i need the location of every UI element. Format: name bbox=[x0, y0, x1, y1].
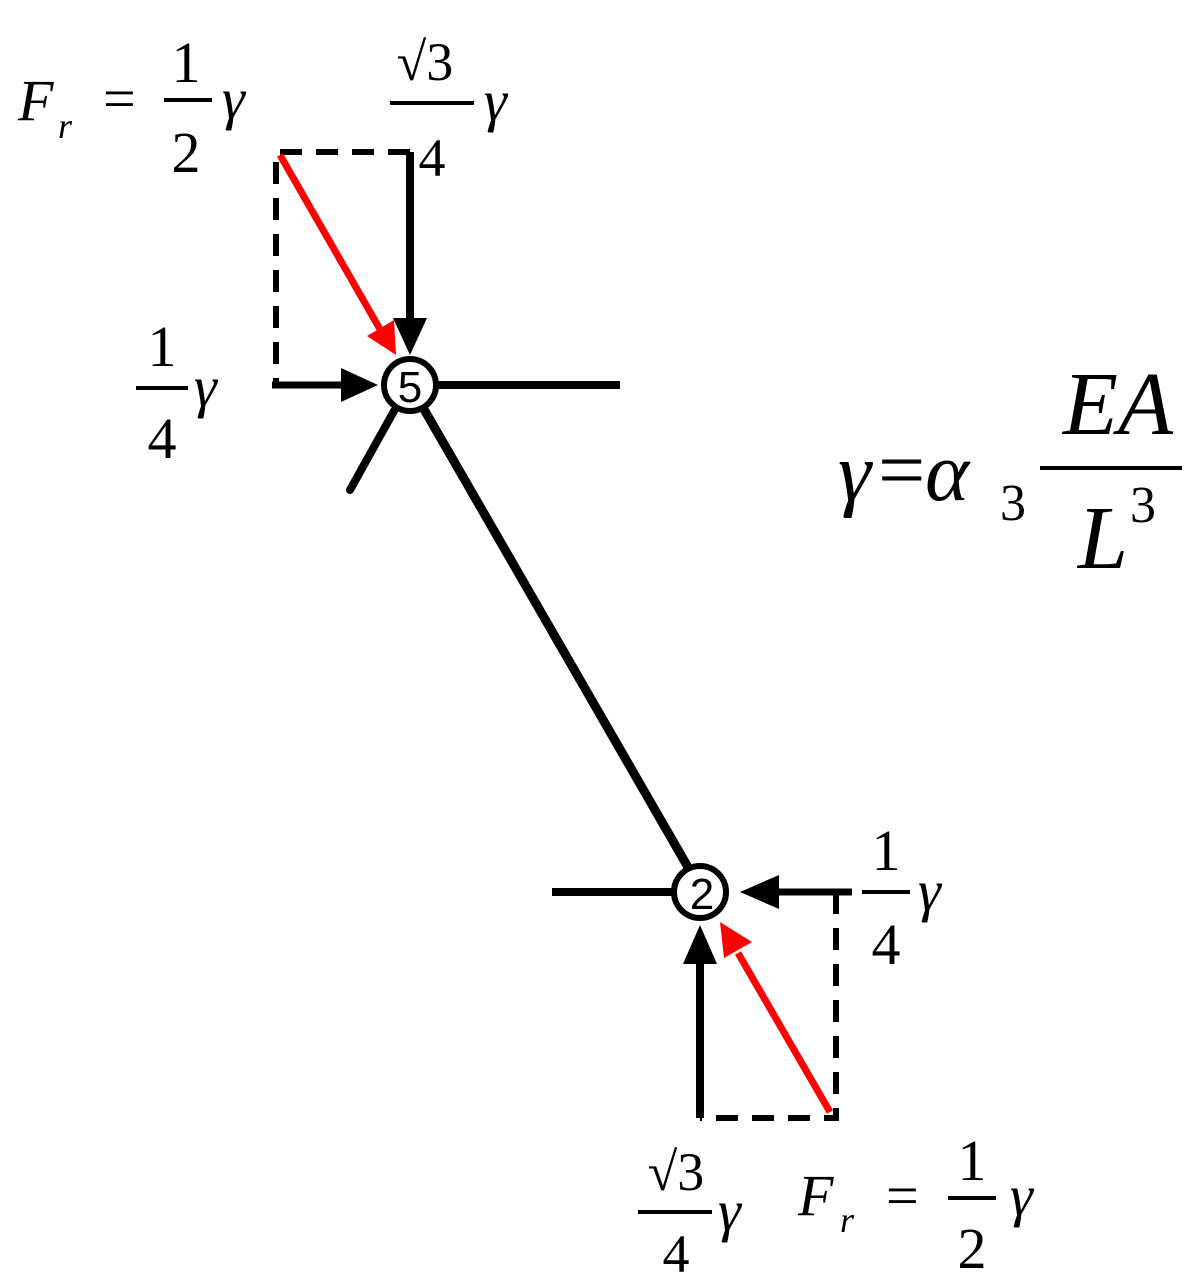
top-fr-gamma: γ bbox=[222, 66, 247, 131]
formula-lhs: γ bbox=[838, 426, 873, 519]
bottom-horizontal-gamma: γ bbox=[918, 858, 943, 923]
bottom-fr-subscript: r bbox=[840, 1200, 855, 1240]
top-resultant-label: F r = 1 2 γ bbox=[17, 30, 247, 185]
bottom-vertical-arrowhead bbox=[683, 925, 717, 964]
top-horizontal-gamma: γ bbox=[194, 354, 219, 419]
top-horizontal-label: 1 4 γ bbox=[136, 314, 219, 471]
node-5-label: 5 bbox=[398, 363, 422, 412]
bottom-horizontal-label: 1 4 γ bbox=[862, 818, 943, 977]
bottom-horizontal-numerator: 1 bbox=[872, 818, 901, 883]
top-resultant-arrowhead bbox=[367, 320, 396, 355]
top-vertical-numerator: √3 bbox=[397, 32, 454, 92]
bottom-fr-numerator: 1 bbox=[958, 1128, 987, 1193]
bottom-fr-symbol: F bbox=[797, 1163, 834, 1228]
top-vertical-label: √3 4 γ bbox=[390, 32, 509, 188]
bottom-vertical-gamma: γ bbox=[718, 1178, 743, 1243]
top-vertical-gamma: γ bbox=[484, 68, 509, 133]
top-resultant-arrow bbox=[276, 153, 385, 333]
top-vertical-arrowhead bbox=[393, 318, 427, 355]
bottom-fr-gamma: γ bbox=[1010, 1163, 1035, 1228]
node-5-circle bbox=[381, 356, 439, 414]
node-2-label: 2 bbox=[690, 870, 714, 919]
formula-coefficient-subscript: 3 bbox=[1000, 475, 1026, 532]
stiffness-formula: γ = α 3 EA L 3 bbox=[838, 355, 1182, 588]
formula-coefficient: α bbox=[925, 426, 971, 519]
bottom-dashed-box bbox=[700, 892, 839, 1121]
bottom-horizontal-arrowhead bbox=[740, 875, 779, 909]
bottom-horizontal-denominator: 4 bbox=[872, 912, 901, 977]
bottom-vertical-label: √3 4 γ bbox=[638, 1142, 743, 1284]
bottom-resultant-arrowhead bbox=[720, 922, 752, 958]
bottom-vertical-denominator: 4 bbox=[663, 1224, 690, 1284]
formula-denominator-base: L bbox=[1076, 489, 1128, 588]
formula-equals: = bbox=[878, 424, 925, 517]
top-fr-subscript: r bbox=[58, 106, 73, 146]
bottom-resultant-arrow bbox=[734, 951, 834, 1114]
top-fr-denominator: 2 bbox=[172, 120, 201, 185]
top-vertical-denominator: 4 bbox=[419, 128, 446, 188]
bottom-resultant-label: F r = 1 2 γ bbox=[797, 1128, 1035, 1281]
top-horizontal-arrowhead bbox=[341, 368, 378, 402]
node-2-circle bbox=[671, 863, 729, 921]
top-fr-symbol: F bbox=[17, 68, 54, 133]
top-horizontal-numerator: 1 bbox=[148, 314, 177, 379]
top-fr-equals: = bbox=[103, 66, 136, 131]
top-node-stub-lower-left bbox=[346, 407, 398, 494]
formula-numerator: EA bbox=[1061, 355, 1174, 454]
bottom-fr-equals: = bbox=[886, 1163, 919, 1228]
truss-member bbox=[405, 380, 705, 893]
top-fr-numerator: 1 bbox=[172, 30, 201, 95]
top-horizontal-denominator: 4 bbox=[148, 406, 177, 471]
bottom-fr-denominator: 2 bbox=[958, 1216, 987, 1281]
formula-denominator-exponent: 3 bbox=[1130, 477, 1156, 534]
top-dashed-box bbox=[273, 149, 410, 385]
bottom-vertical-numerator: √3 bbox=[648, 1142, 705, 1202]
